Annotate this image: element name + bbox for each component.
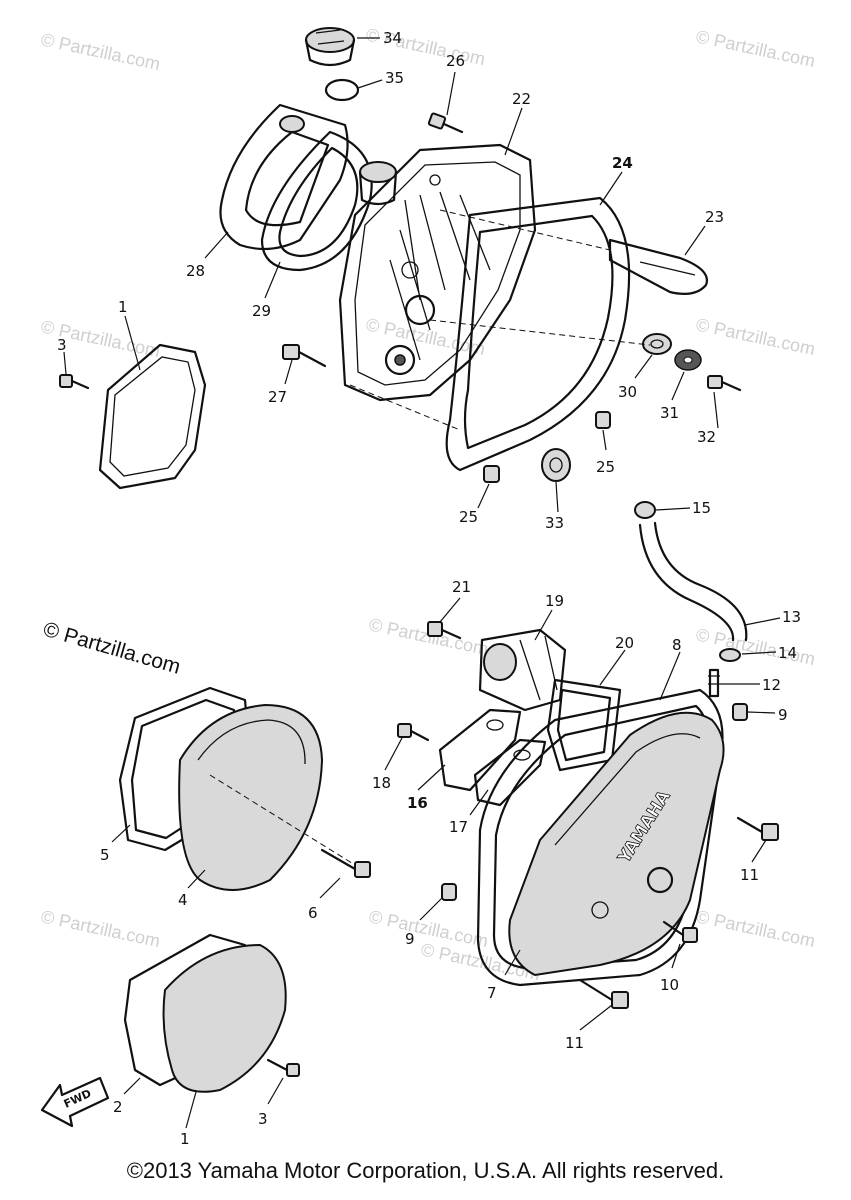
watermark: © Partzilla.com [694, 26, 817, 71]
part-26-bolt [427, 112, 464, 134]
callout-25-left: 25 [459, 508, 478, 526]
part-1-cover-top [98, 343, 207, 490]
part-25-dowel-right [595, 411, 611, 429]
callout-layer: 34 35 26 22 24 23 28 29 1 3 27 30 31 32 … [57, 29, 801, 1148]
part-23-plate [608, 238, 709, 295]
part-20-gasket [546, 678, 622, 772]
callout-1-top: 1 [118, 298, 128, 316]
part-32-bolt [707, 375, 742, 392]
callout-34: 34 [383, 29, 402, 47]
part-17-bracket [473, 738, 547, 807]
copyright-text: ©2013 Yamaha Motor Corporation, U.S.A. A… [126, 1158, 725, 1183]
callout-7: 7 [487, 984, 497, 1002]
part-7-side-cover: YAMAHA [508, 711, 725, 977]
part-16-bracket [438, 708, 522, 792]
part-31-washer [674, 349, 702, 371]
callout-9-left: 9 [405, 930, 415, 948]
callout-17: 17 [449, 818, 468, 836]
part-28-gasket [219, 103, 349, 251]
part-35-o-ring [324, 78, 360, 102]
watermark: © Partzilla.com [694, 906, 817, 951]
part-33-seal [541, 448, 571, 482]
part-22-crankcase-cover [338, 143, 537, 402]
callout-18: 18 [372, 774, 391, 792]
callout-14: 14 [778, 644, 797, 662]
alignment-line [429, 319, 651, 346]
callout-10: 10 [660, 976, 679, 994]
callout-6: 6 [308, 904, 318, 922]
callout-15: 15 [692, 499, 711, 517]
callout-32: 32 [697, 428, 716, 446]
callout-1-bottom: 1 [180, 1130, 190, 1148]
callout-12: 12 [762, 676, 781, 694]
callout-22: 22 [512, 90, 531, 108]
fwd-arrow-icon: FWD [40, 1076, 110, 1128]
callout-26: 26 [446, 52, 465, 70]
callout-25-right: 25 [596, 458, 615, 476]
watermark: © Partzilla.com [39, 906, 162, 951]
part-34-filler-cap [304, 27, 356, 67]
part-18-bolt [397, 723, 430, 742]
part-11-bolt-upper [736, 816, 779, 841]
callout-13: 13 [782, 608, 801, 626]
callout-30: 30 [618, 383, 637, 401]
part-29-seal [260, 130, 373, 272]
watermark: © Partzilla.com [694, 624, 817, 669]
callout-28: 28 [186, 262, 205, 280]
callout-21: 21 [452, 578, 471, 596]
alignment-line [439, 209, 611, 251]
part-14-clamp [719, 648, 741, 662]
callout-9-right: 9 [778, 706, 788, 724]
part-3-bolt-bottom [266, 1058, 300, 1077]
callout-24: 24 [612, 154, 633, 172]
callout-3-bottom: 3 [258, 1110, 268, 1128]
part-10-bolt [662, 920, 698, 943]
part-30-oil-seal [642, 333, 672, 355]
part-4-clutch-cover [178, 703, 324, 891]
callout-16: 16 [407, 794, 428, 812]
main-watermark: © Partzilla.com [41, 618, 183, 679]
callout-5: 5 [100, 846, 110, 864]
callout-3-top: 3 [57, 336, 67, 354]
callout-8: 8 [672, 636, 682, 654]
callout-2: 2 [113, 1098, 123, 1116]
callout-33: 33 [545, 514, 564, 532]
part-3-bolt-top [59, 374, 90, 390]
part-6-bolt [320, 848, 371, 878]
part-27-bolt [282, 344, 327, 368]
part-25-dowel-left [483, 465, 500, 483]
callout-19: 19 [545, 592, 564, 610]
part-1-cover-bottom [162, 943, 287, 1093]
callout-20: 20 [615, 634, 634, 652]
callout-27: 27 [268, 388, 287, 406]
part-24-gasket [445, 196, 631, 472]
callout-29: 29 [252, 302, 271, 320]
callout-11-lower: 11 [565, 1034, 584, 1052]
alignment-line [209, 774, 356, 866]
watermark: © Partzilla.com [694, 314, 817, 359]
callout-31: 31 [660, 404, 679, 422]
callout-23: 23 [705, 208, 724, 226]
part-9-dowel-left [441, 883, 457, 901]
part-28-boss [279, 115, 305, 133]
alignment-line [349, 384, 461, 431]
watermark: © Partzilla.com [39, 29, 162, 74]
part-13-hose [638, 521, 748, 642]
callout-4: 4 [178, 891, 188, 909]
part-15-clamp [634, 501, 656, 519]
part-9-dowel-right [732, 703, 748, 721]
part-11-bolt-lower [578, 978, 629, 1009]
callout-35: 35 [385, 69, 404, 87]
callout-11-upper: 11 [740, 866, 759, 884]
part-21-bolt [427, 621, 462, 640]
part-12-fitting [708, 668, 720, 698]
